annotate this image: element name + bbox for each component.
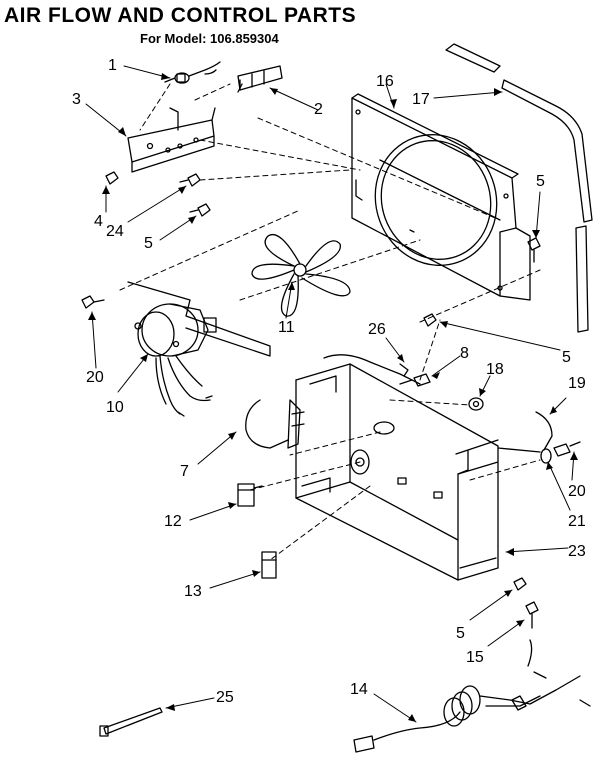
diagram-title: AIR FLOW AND CONTROL PARTS [4, 4, 357, 27]
callout-2: 2 [314, 101, 323, 118]
callout-5-bottom: 5 [456, 625, 465, 642]
callout-5-right-mid: 5 [562, 349, 571, 366]
callout-11: 11 [278, 319, 295, 336]
callout-10: 10 [106, 399, 124, 416]
fan-shroud-part [351, 93, 531, 301]
callout-7: 7 [180, 463, 189, 480]
fan-motor-part [127, 281, 271, 417]
screws-left-group [105, 171, 211, 217]
assembly-guide-lines [119, 83, 541, 561]
callout-24: 24 [106, 223, 124, 240]
callout-numbers: 1 2 3 4 24 5 16 17 5 11 5 20 10 26 8 18 … [72, 57, 586, 706]
callout-14: 14 [350, 681, 368, 698]
callout-3: 3 [72, 91, 81, 108]
callout-5-left: 5 [144, 235, 153, 252]
fan-blade-part [251, 234, 351, 317]
callout-15: 15 [466, 649, 484, 666]
callout-25: 25 [216, 689, 234, 706]
callout-arrowheads [88, 73, 578, 722]
callout-17: 17 [412, 91, 430, 108]
bottom-screws [513, 577, 539, 629]
screw-20-left [81, 295, 105, 309]
model-number: For Model: 106.859304 [140, 31, 279, 46]
callout-leaders [85, 65, 575, 723]
right-side-hardware [497, 411, 581, 464]
callout-16: 16 [376, 73, 394, 90]
callout-19: 19 [568, 375, 586, 392]
callout-4: 4 [94, 213, 103, 230]
callout-12: 12 [164, 513, 182, 530]
terminal-block-part [237, 65, 283, 93]
control-box-part [245, 354, 499, 581]
callout-20-right: 20 [568, 483, 586, 500]
callout-13: 13 [184, 583, 202, 600]
callout-8: 8 [460, 345, 469, 362]
screws-right-group [423, 237, 541, 327]
switch-connector-part [164, 61, 221, 84]
callout-21: 21 [568, 513, 586, 530]
capacitor-part [237, 483, 263, 507]
callout-20-left: 20 [86, 369, 104, 386]
callout-1: 1 [108, 57, 117, 74]
cable-tie-part [99, 707, 163, 737]
callout-5-right-top: 5 [536, 173, 545, 190]
callout-26: 26 [368, 321, 386, 338]
relay-part [261, 551, 277, 579]
callout-23: 23 [568, 543, 586, 560]
callout-18: 18 [486, 361, 504, 378]
mounting-plate-part [127, 107, 216, 173]
foam-seal-part [445, 43, 593, 333]
small-hardware-parts [399, 363, 484, 411]
power-cord-part [353, 639, 591, 753]
